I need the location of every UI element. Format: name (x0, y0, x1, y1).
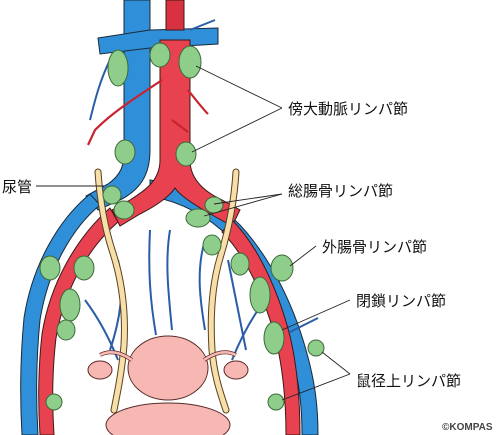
node-common-iliac (113, 200, 135, 220)
node-paraaortic (149, 42, 171, 68)
node-external-iliac (230, 252, 250, 276)
label-paraaortic-nodes: 傍大動脈リンパ節 (288, 100, 408, 118)
node-external-iliac (73, 255, 95, 281)
node-common-iliac (102, 185, 122, 205)
aorta-top (165, 0, 185, 31)
label-obturator-nodes: 閉鎖リンパ節 (356, 292, 446, 310)
renal-artery (187, 89, 209, 115)
node-external-iliac (39, 255, 61, 281)
ovary-left (87, 360, 113, 380)
node-inguinal (267, 393, 285, 411)
label-ureter: 尿管 (2, 178, 32, 196)
leader-lines (36, 65, 351, 401)
ureter-right (208, 169, 239, 413)
node-common-iliac (204, 196, 224, 214)
node-obturator (263, 321, 285, 355)
node-external-iliac (249, 276, 271, 314)
node-external-iliac (59, 288, 81, 322)
node-paraaortic (114, 139, 136, 165)
ureter-left (95, 169, 127, 413)
label-inguinal-nodes: 鼠径上リンパ節 (356, 372, 461, 390)
label-common-iliac-nodes: 総腸骨リンパ節 (288, 182, 393, 200)
node-inguinal (45, 393, 63, 411)
ureters (94, 168, 240, 414)
node-paraaortic (107, 49, 129, 87)
ovary-right (223, 360, 249, 380)
node-paraaortic (178, 45, 202, 79)
node-inguinal (307, 339, 325, 357)
aorta (111, 39, 241, 227)
pelvic-organs (87, 335, 249, 435)
node-external-iliac (270, 254, 294, 282)
uterus (127, 335, 209, 401)
lymph-nodes (39, 42, 325, 411)
copyright-credit: ©KOMPAS (442, 422, 493, 433)
small-artery-branch (171, 119, 189, 133)
node-external-iliac (56, 319, 76, 341)
label-external-iliac-nodes: 外腸骨リンパ節 (322, 238, 427, 256)
arteries (38, 0, 301, 435)
mesenteric-artery (87, 79, 163, 146)
node-external-iliac (202, 234, 222, 256)
node-paraaortic (175, 141, 197, 167)
node-common-iliac (185, 208, 211, 228)
bladder (105, 402, 231, 435)
renal-vein (97, 27, 219, 55)
